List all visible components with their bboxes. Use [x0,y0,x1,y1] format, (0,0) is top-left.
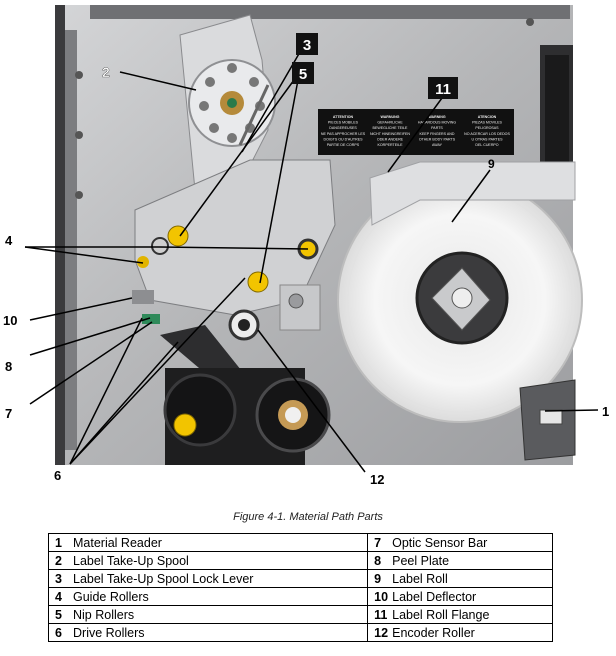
warning-line: KORPERTEILE [377,143,403,147]
part-number: 2 [48,551,69,570]
part-name: Guide Rollers [69,587,369,606]
part-name: Label Roll Flange [388,605,554,624]
label-roll [337,177,583,423]
part-number: 7 [367,533,389,552]
callout-9: 9 [488,157,495,171]
part-name: Encoder Roller [388,623,554,642]
callout-8: 8 [5,359,12,374]
part-number: 9 [367,569,389,588]
callout-leaders [24,51,599,473]
warning-line: NICHT HINEINGREIFEN [370,132,410,136]
warning-line: BEWEGLICHE TEILE [373,126,408,130]
callout-1: 1 [602,404,609,419]
callout-3: 3 [296,33,318,55]
left-rail [65,30,77,450]
part-name: Label Take-Up Spool [69,551,369,570]
warning-line: PIEZAS MOVILES [472,121,502,125]
part-number: 4 [48,587,69,606]
warning-line: DEL CUERPO [475,143,498,147]
callout-number: 3 [303,37,311,54]
warning-line: ATTENTION [333,115,354,119]
part-name: Label Deflector [388,587,554,606]
warning-line: KEEP FINGERS AND [420,132,455,136]
warning-line: PELIGROSAS [475,126,499,130]
guide-roller-left [151,237,169,255]
part-number: 11 [367,605,389,624]
label-deflector [132,290,154,304]
callout-2: 2 [102,64,110,80]
callout-7: 7 [5,406,12,421]
callout-number: 2 [102,64,110,80]
warning-line: NO ACERCAR LOS DEDOS [464,132,510,136]
warning-line: PARTIE DE CORPS [327,143,360,147]
warning-line: GEFAHRLICHE [377,121,403,125]
warning-line: PARTS [431,126,443,130]
warning-line: AWAY [432,143,443,147]
warning-line: ODER ANDERE [377,137,404,141]
callout-10: 10 [3,313,17,328]
part-number: 6 [48,623,69,642]
part-number: 8 [367,551,389,570]
warning-line: HAZARDOUS MOVING [418,121,456,125]
callout-11: 11 [428,77,458,99]
part-number: 1 [48,533,69,552]
warning-line: NE PAS APPROCHER LES [321,132,366,136]
nip-roller-lower [247,271,269,293]
left-frame [55,5,65,465]
ribbon-supply [163,373,237,447]
warning-line: DOIGTS OU D'AUTRES [323,137,363,141]
part-name: Label Roll [388,569,554,588]
lock-lever [238,84,270,146]
warning-line: ATENCION [478,115,497,119]
part-number: 3 [48,569,69,588]
callout-6: 6 [54,468,61,483]
warning-line: U OTRAS PARTES [471,137,503,141]
part-number: 5 [48,605,69,624]
label-take-up-spool [188,59,276,147]
part-number: 10 [367,587,389,606]
part-name: Optic Sensor Bar [388,533,554,552]
callout-4: 4 [5,233,13,248]
callout-number: 5 [299,66,307,83]
callout-number: 9 [488,157,495,171]
warning-line: DANGEREUSES [329,126,357,130]
part-name: Drive Rollers [69,623,369,642]
warning-line: WARNING [428,115,446,119]
guide-roller-small [137,256,149,268]
part-number: 12 [367,623,389,642]
warning-line: OTHER BODY PARTS [419,137,456,141]
part-name: Label Take-Up Spool Lock Lever [69,569,369,588]
callout-12: 12 [370,472,384,487]
part-name: Nip Rollers [69,605,369,624]
callout-5: 5 [292,62,314,84]
peel-plate [142,314,160,324]
figure-caption: Figure 4-1. Material Path Parts [233,511,383,523]
callout-number: 11 [435,81,451,98]
warning-line: PIECES MOBILES [328,121,359,125]
warning-line: WARNUNG [381,115,400,119]
part-name: Peel Plate [388,551,554,570]
part-name: Material Reader [69,533,369,552]
